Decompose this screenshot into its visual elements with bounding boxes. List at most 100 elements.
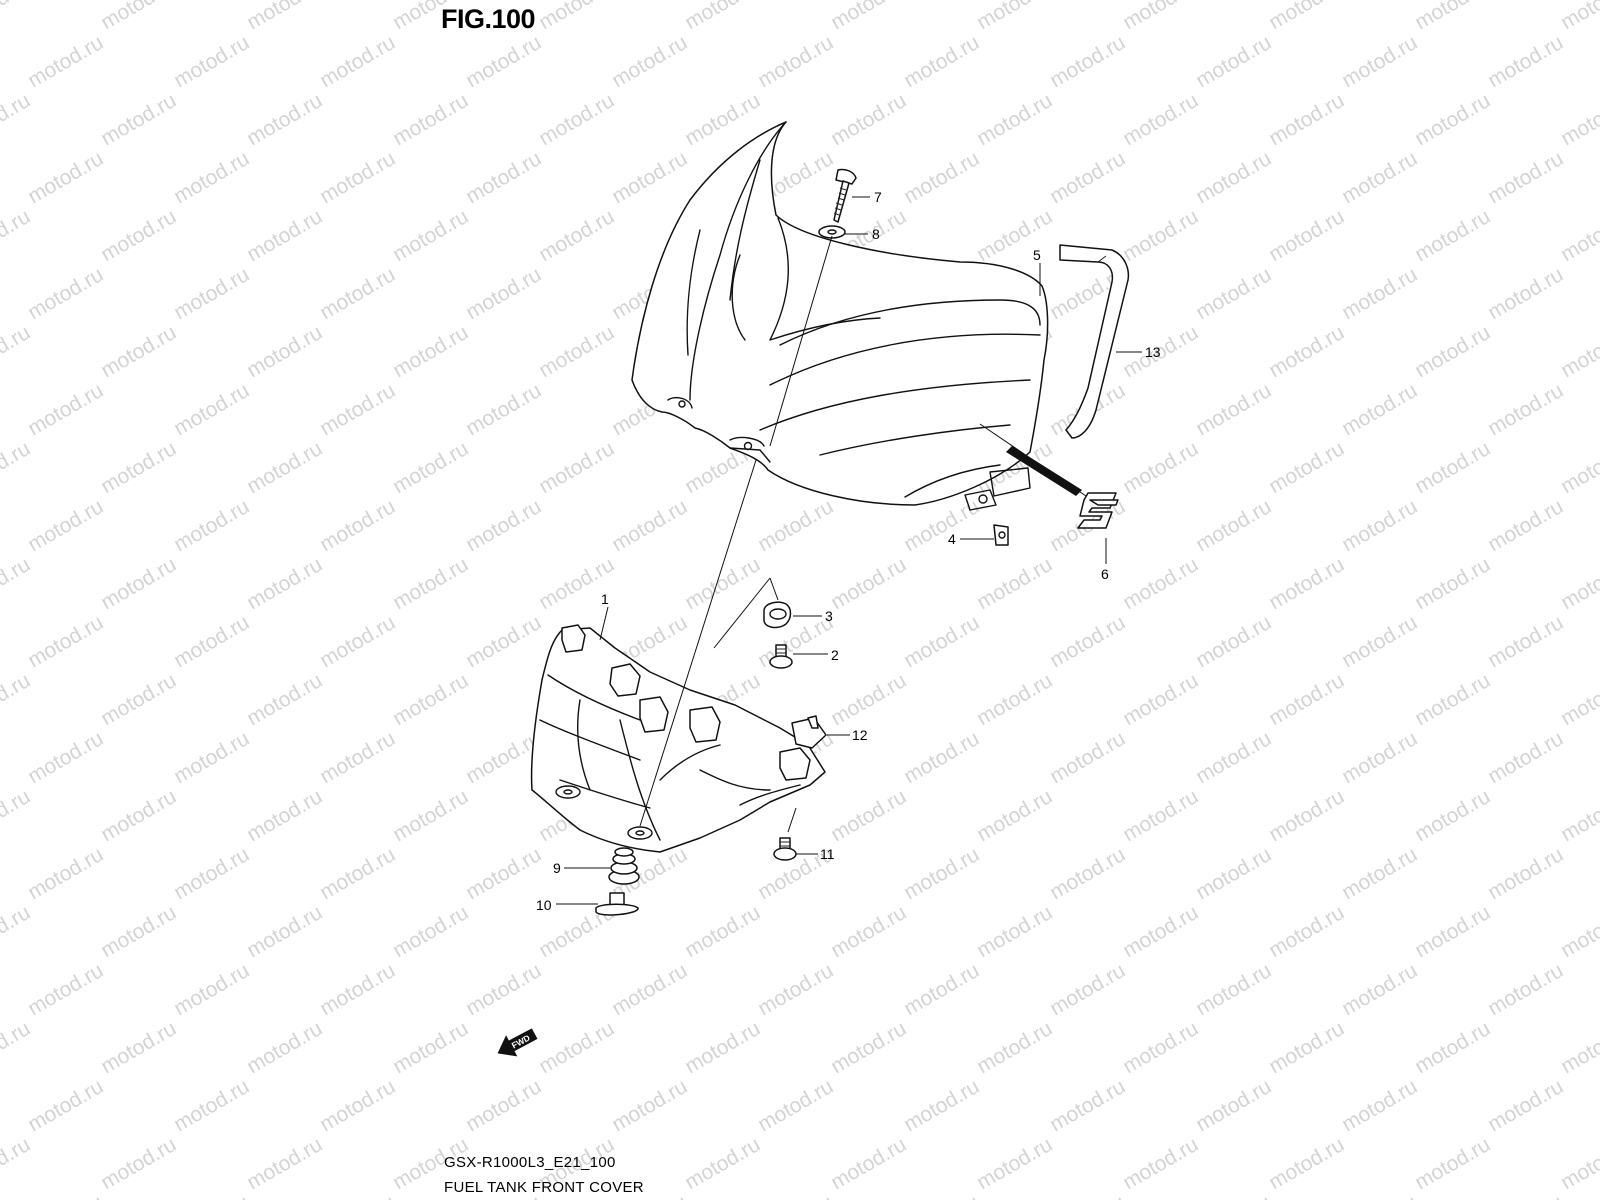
callout-13[interactable]: 13 [1145,344,1161,360]
watermark-text: motod.ru [1557,321,1600,382]
watermark-text: motod.ru [1557,553,1600,614]
watermark-text: motod.ru [1119,205,1202,266]
watermark-text: motod.ru [389,437,472,498]
watermark-text: motod.ru [1557,785,1600,846]
watermark-text: motod.ru [1557,1017,1600,1078]
watermark-text: motod.ru [681,553,764,614]
watermark-text: motod.ru [608,31,691,92]
damper-part [608,847,640,885]
watermark-text: motod.ru [900,1075,983,1136]
watermark-text: motod.ru [24,263,107,324]
watermark-text: motod.ru [1484,495,1567,556]
watermark-text: motod.ru [1338,1191,1421,1200]
callout-2[interactable]: 2 [831,647,839,663]
collar-part [769,644,793,669]
callout-9[interactable]: 9 [553,860,561,876]
watermark-text: motod.ru [316,611,399,672]
watermark-text: motod.ru [535,321,618,382]
watermark-text: motod.ru [1411,901,1494,962]
watermark-text: motod.ru [1046,959,1129,1020]
watermark-text: motod.ru [1411,553,1494,614]
watermark-text: motod.ru [1265,1133,1348,1194]
callout-11[interactable]: 11 [820,846,835,862]
watermark-text: motod.ru [1119,669,1202,730]
callout-10[interactable]: 10 [536,897,552,913]
watermark-text: motod.ru [1557,669,1600,730]
watermark-text: motod.ru [1265,321,1348,382]
watermark-text: motod.ru [1119,437,1202,498]
watermark-text: motod.ru [462,147,545,208]
watermark-text: motod.ru [389,321,472,382]
watermark-text: motod.ru [243,205,326,266]
callout-4[interactable]: 4 [948,531,956,547]
watermark-text: motod.ru [1265,205,1348,266]
watermark-text: motod.ru [1338,147,1421,208]
watermark-text: motod.ru [97,0,180,34]
watermark-text: motod.ru [170,495,253,556]
watermark-text: motod.ru [1192,495,1275,556]
figure-title: FIG.100 [441,4,536,34]
watermark-text: motod.ru [1046,727,1129,788]
callout-3[interactable]: 3 [825,608,833,624]
watermark-text: motod.ru [1484,611,1567,672]
watermark-text: motod.ru [1411,437,1494,498]
watermark-text: motod.ru [900,959,983,1020]
watermark-text: motod.ru [243,785,326,846]
watermark-text: motod.ru [24,611,107,672]
watermark-text: motod.ru [535,437,618,498]
watermark-text: motod.ru [827,1133,910,1194]
watermark-text: motod.ru [0,785,34,846]
watermark-text: motod.ru [1192,959,1275,1020]
watermark-text: motod.ru [1192,31,1275,92]
watermark-text: motod.ru [827,553,910,614]
callout-12[interactable]: 12 [852,727,868,743]
watermark-text: motod.ru [243,1017,326,1078]
watermark-text: motod.ru [1484,1075,1567,1136]
watermark-text: motod.ru [973,785,1056,846]
watermark-text: motod.ru [1265,901,1348,962]
watermark-text: motod.ru [462,379,545,440]
watermark-text: motod.ru [1411,0,1494,34]
watermark-text: motod.ru [973,205,1056,266]
watermark-text: motod.ru [462,1075,545,1136]
watermark-text: motod.ru [0,901,34,962]
watermark-text: motod.ru [0,321,34,382]
callout-8[interactable]: 8 [872,226,880,242]
watermark-text: motod.ru [1411,321,1494,382]
callout-5[interactable]: 5 [1033,247,1041,263]
watermark-text: motod.ru [900,611,983,672]
side-trim-part [1059,244,1130,439]
callout-1[interactable]: 1 [601,591,609,607]
watermark-text: motod.ru [1119,89,1202,150]
watermark-text: motod.ru [681,901,764,962]
watermark-text: motod.ru [243,89,326,150]
watermark-text: motod.ru [900,843,983,904]
emblem-part [1077,492,1119,529]
watermark-text: motod.ru [170,147,253,208]
watermark-text: motod.ru [1119,1133,1202,1194]
callout-7[interactable]: 7 [874,189,882,205]
watermark-text: motod.ru [97,205,180,266]
watermark-text: motod.ru [0,1017,34,1078]
watermark-text: motod.ru [1046,31,1129,92]
watermark-text: motod.ru [0,205,34,266]
callout-labels: 1 2 3 4 5 6 7 8 9 10 11 12 13 [536,189,1161,913]
watermark-text: motod.ru [170,379,253,440]
clip-nut-part [993,524,1009,546]
watermark-text: motod.ru [608,1075,691,1136]
watermark-text: motod.ru [1484,1191,1567,1200]
watermark-text: motod.ru [97,1133,180,1194]
watermark-text: motod.ru [1484,959,1567,1020]
watermark-text: motod.ru [1411,205,1494,266]
watermark-text: motod.ru [608,495,691,556]
watermark-text: motod.ru [827,1017,910,1078]
callout-6[interactable]: 6 [1101,566,1109,582]
watermark-text: motod.ru [243,437,326,498]
watermark-text: motod.ru [24,843,107,904]
watermark-text: motod.ru [97,321,180,382]
watermark-text: motod.ru [97,1017,180,1078]
watermark-text: motod.ru [1265,89,1348,150]
watermark-text: motod.ru [1046,611,1129,672]
watermark-text: motod.ru [243,0,326,34]
watermark-text: motod.ru [535,1017,618,1078]
